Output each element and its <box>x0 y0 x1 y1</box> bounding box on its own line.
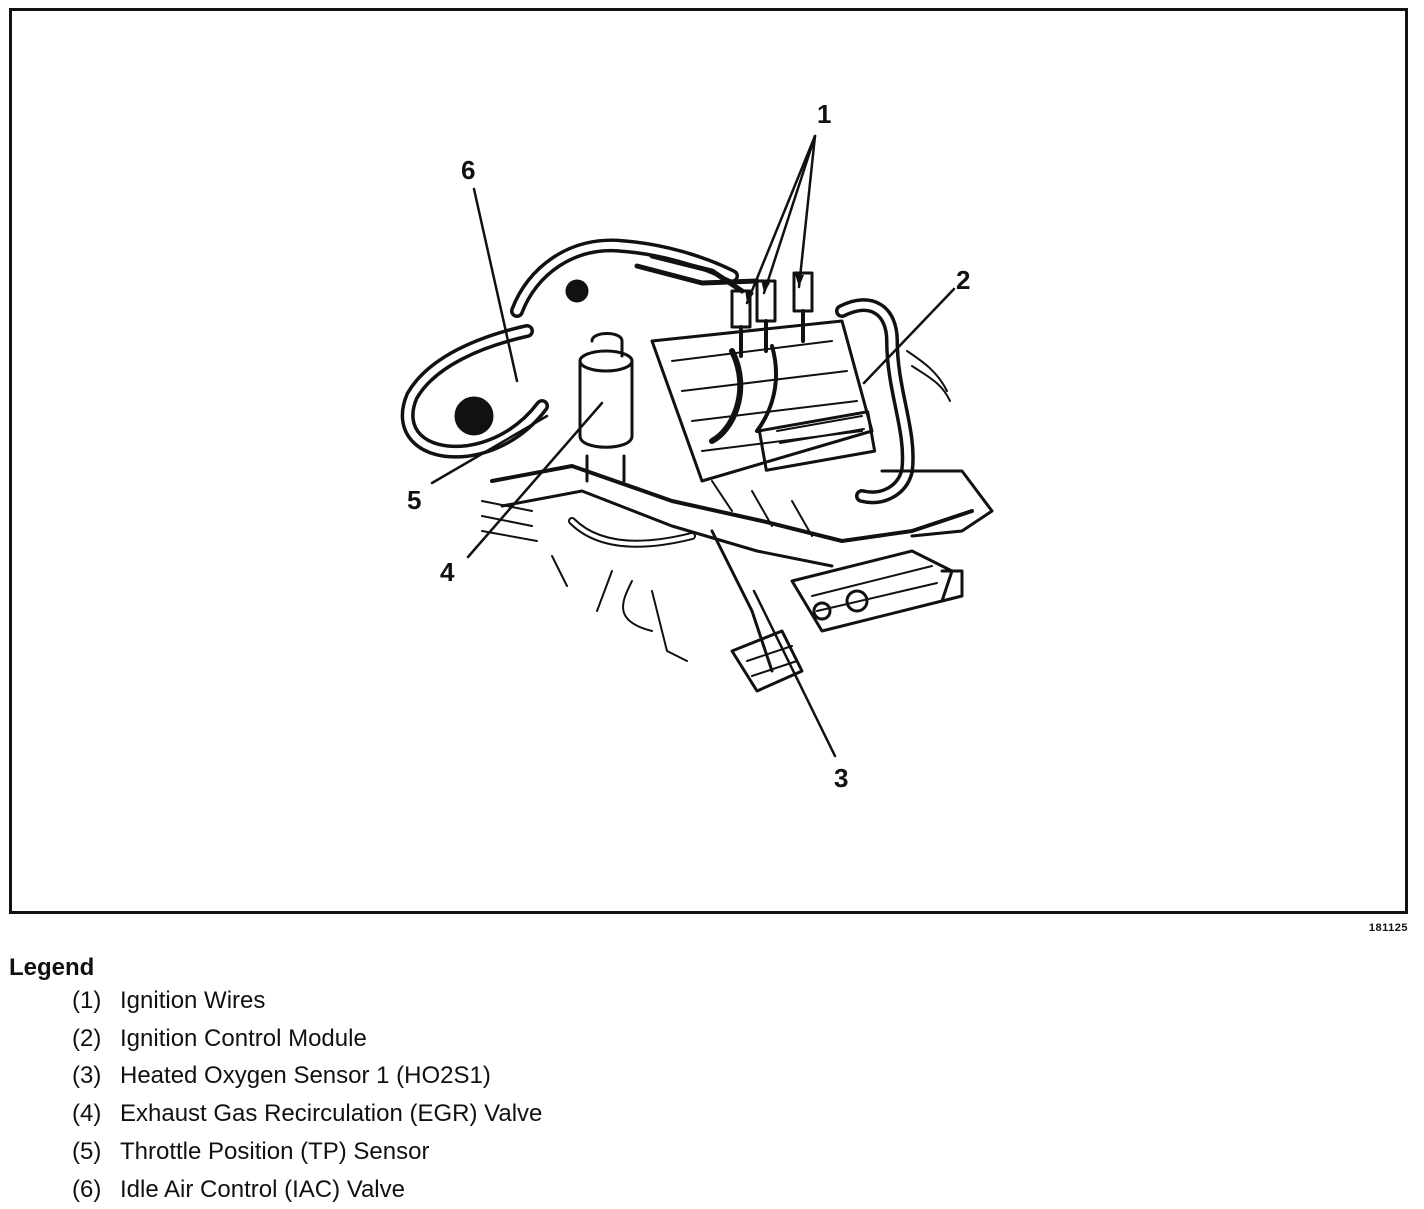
legend-item: (5) Throttle Position (TP) Sensor <box>72 1133 542 1171</box>
oxygen-sensor-area <box>790 549 964 633</box>
leader-lines <box>430 134 956 758</box>
arrowheads <box>745 274 804 303</box>
figure-id: 181125 <box>1368 922 1408 934</box>
legend-item-label: Heated Oxygen Sensor 1 (HO2S1) <box>120 1062 491 1090</box>
leader-5 <box>430 414 549 485</box>
leader-3 <box>752 589 837 758</box>
legend-item: (2) Ignition Control Module <box>72 1020 542 1058</box>
legend-item-label: Exhaust Gas Recirculation (EGR) Valve <box>120 1100 543 1128</box>
engine-illustration <box>400 134 994 758</box>
egr-valve-body <box>578 332 634 483</box>
callout-5: 5 <box>407 485 422 515</box>
legend-item: (3) Heated Oxygen Sensor 1 (HO2S1) <box>72 1058 542 1096</box>
legend-item-number: (3) <box>72 1062 102 1090</box>
exhaust-manifold <box>490 464 994 693</box>
callout-1: 1 <box>817 99 832 129</box>
legend-item-label: Ignition Control Module <box>120 1024 367 1052</box>
intake-manifold <box>650 319 877 483</box>
callout-4: 4 <box>440 557 455 587</box>
leader-4 <box>466 401 604 559</box>
legend-list: (1) Ignition Wires (2) Ignition Control Mo… <box>72 982 542 1209</box>
callout-6: 6 <box>461 155 476 185</box>
callout-3: 3 <box>834 763 849 793</box>
legend-item: (1) Ignition Wires <box>72 982 542 1020</box>
legend-item-number: (6) <box>72 1175 102 1203</box>
legend-item-label: Ignition Wires <box>120 986 266 1014</box>
leader-1b <box>762 134 817 295</box>
brackets <box>481 480 813 662</box>
intake-hose <box>400 238 739 459</box>
ignition-wire-boots <box>634 253 814 358</box>
leader-1c <box>797 134 817 289</box>
right-hose <box>835 298 951 505</box>
legend-item-number: (4) <box>72 1100 102 1128</box>
callout-2: 2 <box>956 265 971 295</box>
legend-item-label: Idle Air Control (IAC) Valve <box>120 1175 405 1203</box>
legend-item: (6) Idle Air Control (IAC) Valve <box>72 1171 542 1209</box>
leader-1a <box>745 134 817 305</box>
leader-2 <box>862 287 956 385</box>
legend-item-number: (2) <box>72 1024 102 1052</box>
legend-item-number: (5) <box>72 1138 102 1166</box>
leader-6 <box>472 187 519 383</box>
legend-title: Legend <box>9 954 95 981</box>
diagram-frame: 1 2 3 4 5 6 <box>9 8 1408 914</box>
legend-item-label: Throttle Position (TP) Sensor <box>120 1138 430 1166</box>
legend-item: (4) Exhaust Gas Recirculation (EGR) Valve <box>72 1095 542 1133</box>
legend-item-number: (1) <box>72 986 102 1014</box>
